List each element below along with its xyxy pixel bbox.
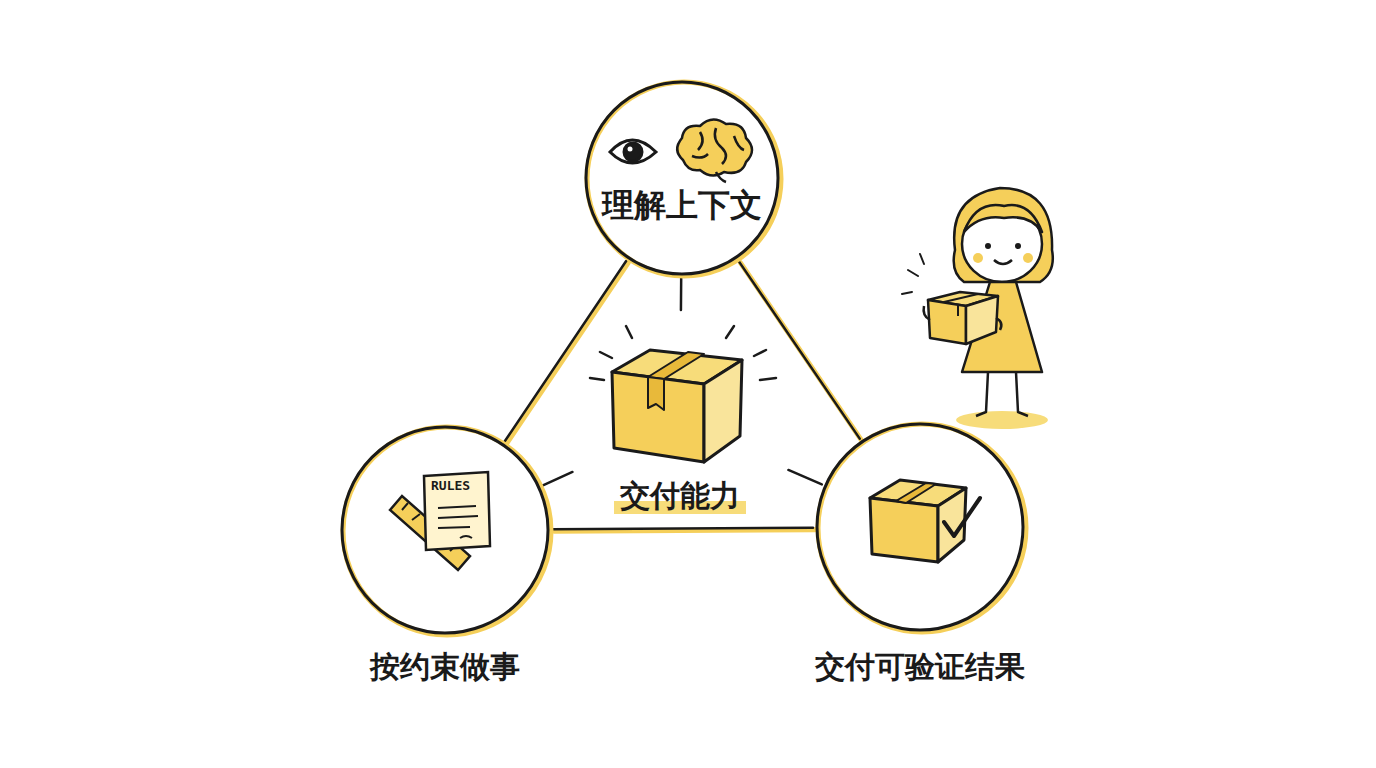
connector-stroke xyxy=(738,261,859,439)
rules-paper-icon xyxy=(424,472,490,550)
connector-stroke xyxy=(505,261,626,441)
connector-stroke xyxy=(507,263,628,443)
node-label: 交付能力 xyxy=(614,476,746,517)
circle-caption: 交付可验证结果 xyxy=(815,647,1025,688)
connector-stroke xyxy=(542,472,572,486)
node-label: 理解上下文 xyxy=(602,184,762,228)
circle-outline xyxy=(340,425,550,635)
concept-circle: 交付可验证结果 xyxy=(815,422,1025,632)
delivery-box-icon xyxy=(590,326,776,462)
connector xyxy=(788,470,821,484)
core-node: 交付能力 xyxy=(580,318,780,528)
circle-outline xyxy=(815,422,1025,632)
connector xyxy=(542,472,572,486)
connector xyxy=(738,261,861,441)
girl-illustration xyxy=(902,188,1053,429)
rules-label: RULES xyxy=(431,478,470,493)
checked-box-icon xyxy=(870,480,980,562)
connector xyxy=(680,278,681,310)
connector-stroke xyxy=(680,278,683,310)
concept-circle: 理解上下文 xyxy=(584,80,780,276)
circle-outline xyxy=(584,80,780,276)
brain-icon xyxy=(677,119,752,182)
concept-circle: 按约束做事 xyxy=(340,425,550,635)
connector-stroke xyxy=(552,528,813,530)
connector xyxy=(552,528,815,532)
connector xyxy=(505,261,628,443)
eye-icon xyxy=(610,140,656,163)
circle-caption: 按约束做事 xyxy=(370,647,520,688)
connector-stroke xyxy=(788,470,821,484)
